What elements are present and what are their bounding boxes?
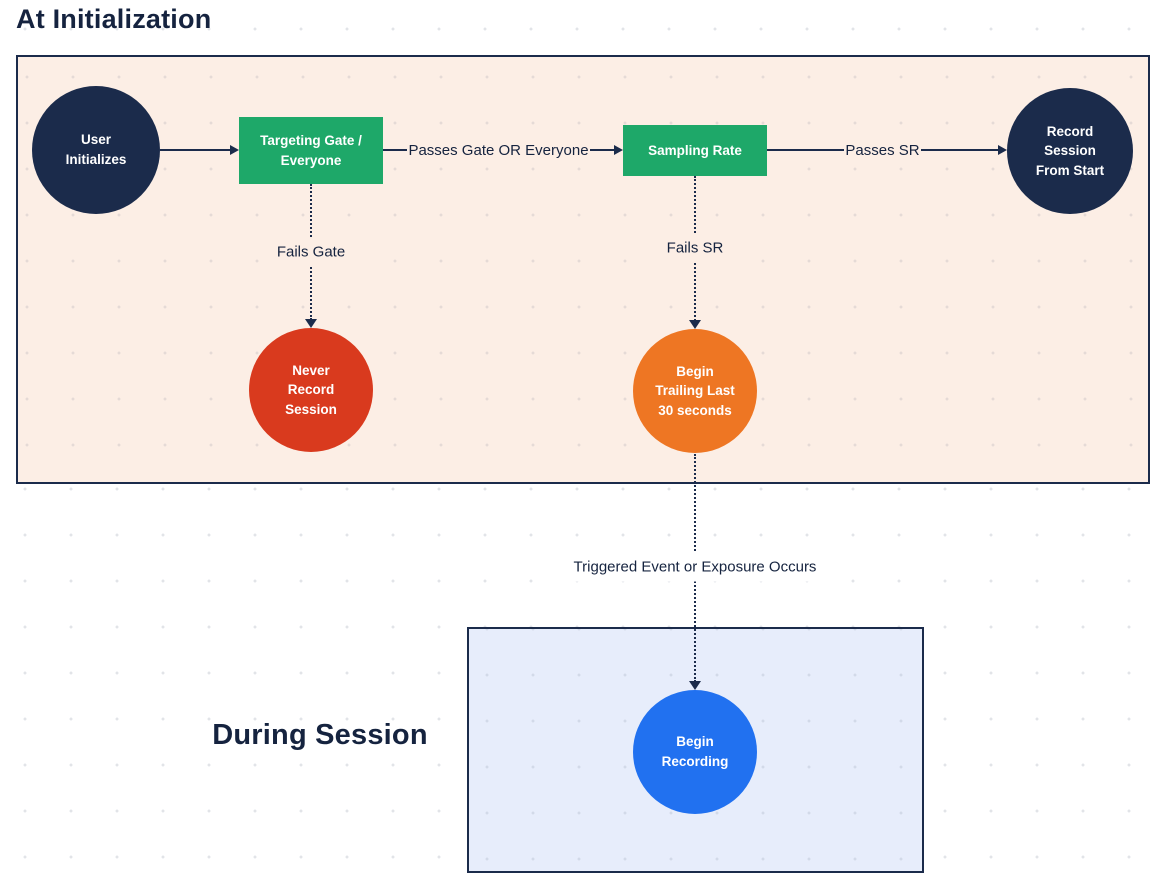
arrowhead-right-icon [998, 145, 1008, 155]
fails-sr-label: Fails SR [658, 233, 732, 263]
edge-line [767, 149, 845, 151]
passes-sr-label: Passes SR [845, 141, 920, 159]
node-targeting-gate: Targeting Gate / Everyone [239, 117, 383, 184]
arrowhead-down-icon [689, 320, 701, 329]
node-begin-trailing: Begin Trailing Last 30 seconds [633, 329, 757, 453]
edge-sampling-to-record: Passes SR [767, 141, 1008, 159]
initialization-panel [16, 55, 1150, 484]
section-title-initialization: At Initialization [16, 4, 212, 34]
triggered-event-label: Triggered Event or Exposure Occurs [565, 552, 825, 582]
edge-line [589, 149, 614, 151]
arrowhead-right-icon [614, 145, 623, 155]
arrowhead-right-icon [230, 145, 239, 155]
node-record-session-from-start: Record Session From Start [1007, 88, 1133, 214]
edge-user-to-gate [160, 142, 239, 158]
edge-gate-to-sampling: Passes Gate OR Everyone [383, 141, 623, 159]
edge-line [160, 149, 230, 151]
edge-line [920, 149, 999, 151]
fails-gate-label: Fails Gate [268, 237, 354, 267]
arrowhead-down-icon [305, 319, 317, 328]
arrowhead-down-icon [689, 681, 701, 690]
section-title-during-session: During Session [212, 719, 428, 751]
node-sampling-rate: Sampling Rate [623, 125, 767, 176]
node-user-initializes: User Initializes [32, 86, 160, 214]
passes-gate-label: Passes Gate OR Everyone [408, 141, 589, 159]
node-begin-recording: Begin Recording [633, 690, 757, 814]
node-never-record-session: Never Record Session [249, 328, 373, 452]
edge-line [383, 149, 408, 151]
